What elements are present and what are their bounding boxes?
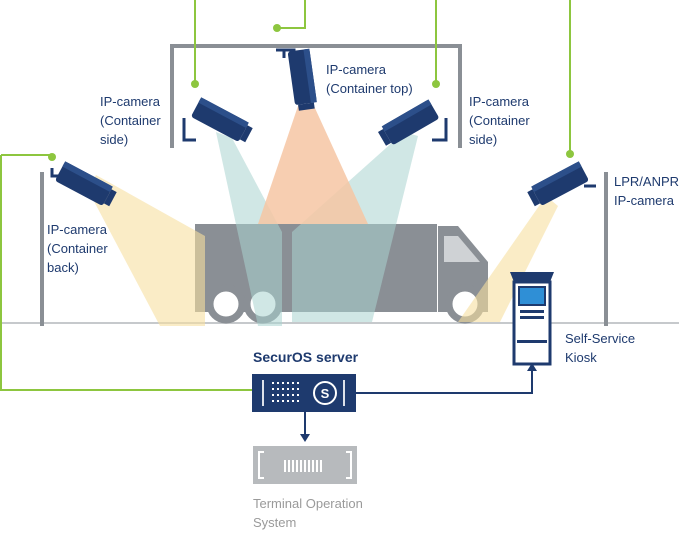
camera-label: IP-camera (Container back) IP-camera (Co… bbox=[47, 62, 679, 275]
truck-wheel bbox=[206, 284, 246, 324]
camera-icon bbox=[50, 161, 119, 209]
server-title: SecurOS server bbox=[253, 349, 359, 365]
securos-logo-icon bbox=[313, 381, 337, 405]
kiosk-icon bbox=[510, 272, 554, 366]
truck-window bbox=[444, 236, 480, 262]
camera-side-left-line1: IP-camera bbox=[100, 94, 161, 109]
camera-top-line2: (Container top) bbox=[326, 81, 413, 96]
rack-server-icon bbox=[253, 446, 357, 484]
camera-top-line1: IP-camera bbox=[326, 62, 387, 77]
camera-icon bbox=[525, 161, 596, 209]
camera-back-line2: (Container bbox=[47, 241, 108, 256]
camera-side-right-line2: (Container bbox=[469, 113, 530, 128]
server-kiosk-link bbox=[356, 369, 533, 394]
network-wires bbox=[0, 0, 571, 391]
camera-back-line1: IP-camera bbox=[47, 222, 108, 237]
beam-side-left bbox=[216, 132, 282, 326]
terminal-label-line2: System bbox=[253, 515, 296, 530]
beam-top bbox=[258, 106, 368, 224]
kiosk-label-line2: Kiosk bbox=[565, 350, 597, 365]
wire-node bbox=[566, 150, 574, 158]
camera-lpr-line1: LPR/ANPR bbox=[614, 174, 679, 189]
camera-side-right-line1: IP-camera bbox=[469, 94, 530, 109]
camera-back-line3: back) bbox=[47, 260, 79, 275]
kiosk-label-line1: Self-Service bbox=[565, 331, 635, 346]
wire-node bbox=[273, 24, 281, 32]
beam-back bbox=[88, 175, 205, 326]
server-icon: S bbox=[252, 374, 356, 412]
link-arrow bbox=[300, 434, 310, 442]
link-arrow bbox=[527, 363, 537, 371]
wire-node bbox=[191, 80, 199, 88]
camera-lpr-line2: IP-camera bbox=[614, 193, 675, 208]
svg-text:S: S bbox=[321, 386, 330, 401]
beam-lpr bbox=[458, 196, 558, 322]
wire-node bbox=[432, 80, 440, 88]
wire-node bbox=[48, 153, 56, 161]
camera-icon bbox=[182, 97, 255, 145]
camera-side-right-line3: side) bbox=[469, 132, 497, 147]
camera-icon bbox=[376, 99, 448, 149]
gantry-frame bbox=[170, 44, 462, 148]
beam-side-right bbox=[292, 132, 418, 322]
camera-side-left-line3: side) bbox=[100, 132, 128, 147]
camera-side-left-line2: (Container bbox=[100, 113, 161, 128]
terminal-label-line1: Terminal Operation bbox=[253, 496, 363, 511]
camera-icon bbox=[276, 48, 318, 112]
